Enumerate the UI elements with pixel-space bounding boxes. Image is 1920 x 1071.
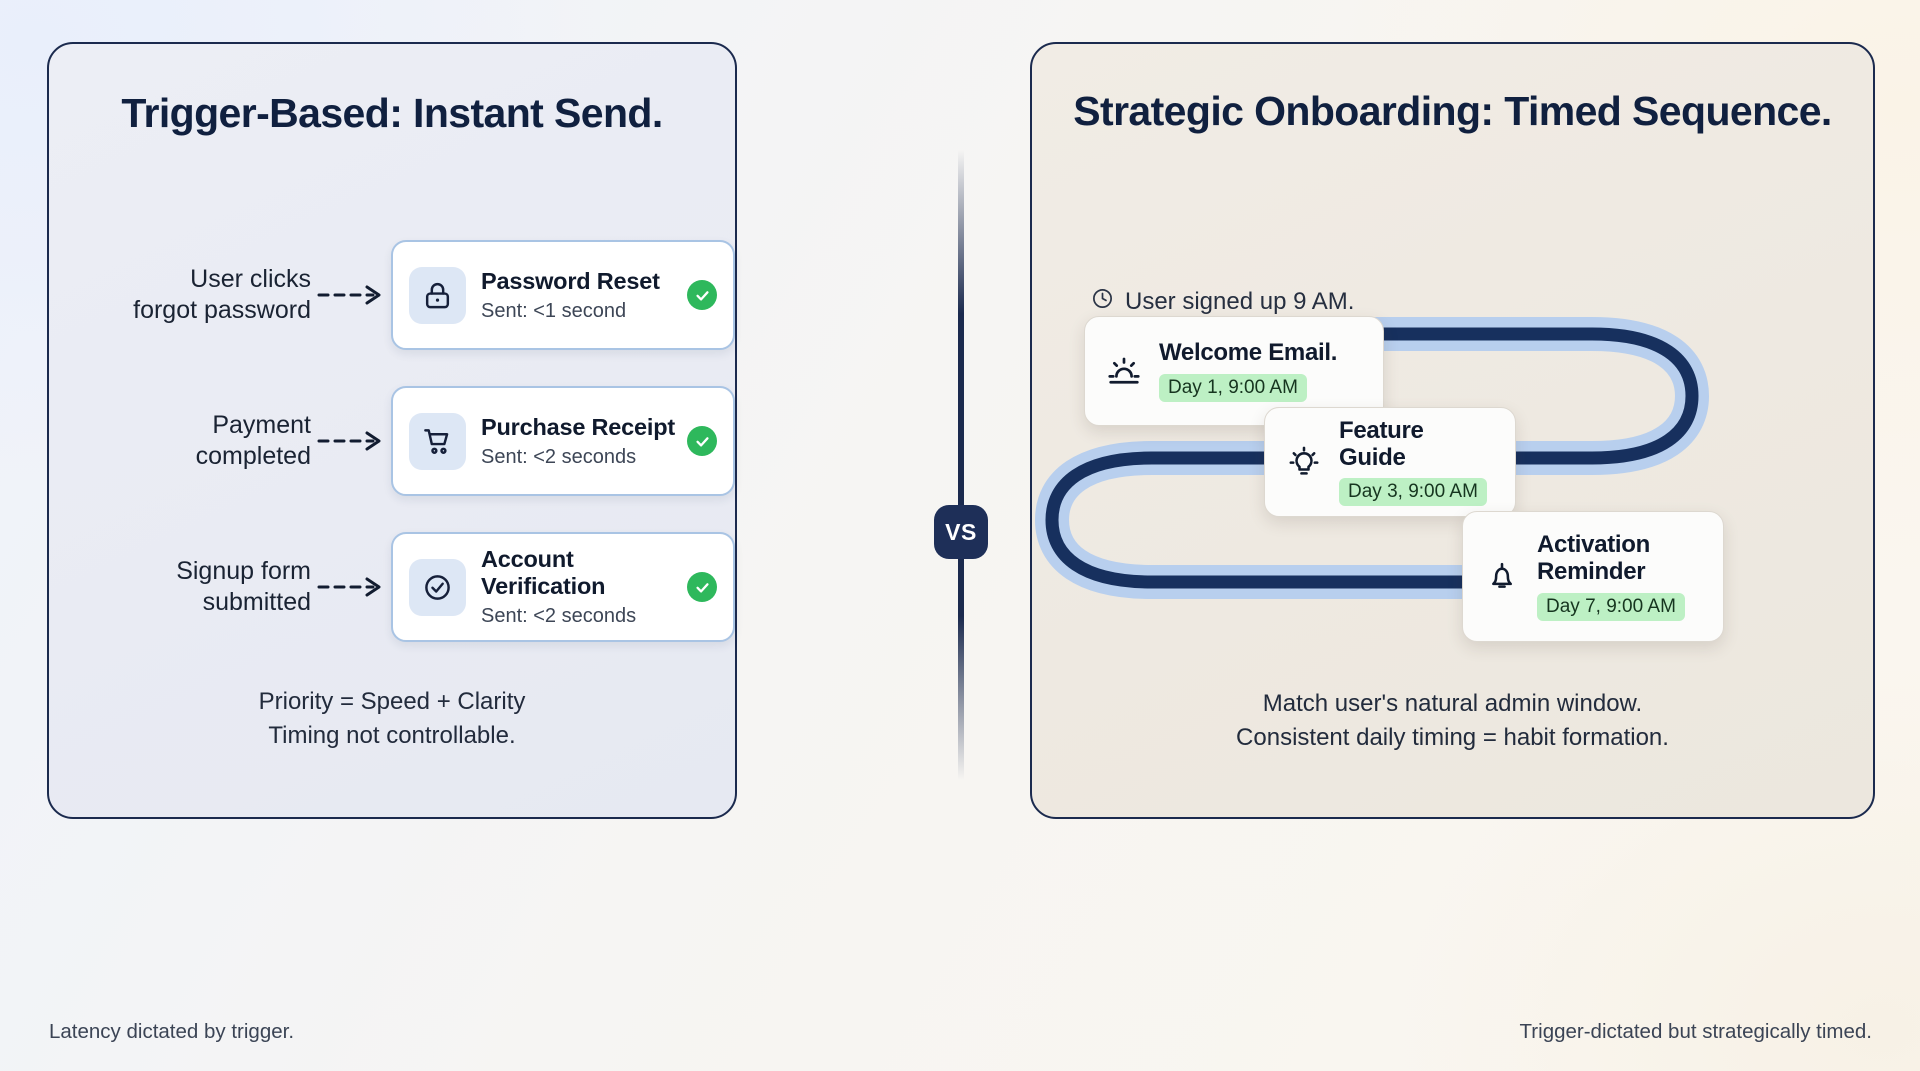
check-circle-icon [409, 558, 466, 616]
email-card[interactable]: Purchase Receipt Sent: <2 seconds [391, 386, 735, 496]
sequence-step-title: Feature Guide [1339, 416, 1424, 471]
lightbulb-icon [1281, 444, 1327, 480]
right-panel-title: Strategic Onboarding: Timed Sequence. [1073, 88, 1832, 134]
signup-time-text: User signed up 9 AM. [1125, 288, 1355, 315]
left-panel-title: Trigger-Based: Instant Send. [121, 90, 663, 136]
left-caption: Latency dictated by trigger. [49, 1020, 295, 1043]
right-panel-note: Match user's natural admin window. Consi… [1236, 689, 1669, 751]
sequence-step-card[interactable]: Welcome Email. Day 1, 9:00 AM [1084, 316, 1384, 426]
sequence-step-time: Day 3, 9:00 AM [1339, 478, 1487, 507]
email-card-subtitle: Sent: <2 seconds [481, 605, 637, 627]
sent-check-icon [687, 280, 717, 310]
trigger-label: Payment completed [195, 410, 311, 471]
email-card-subtitle: Sent: <2 seconds [481, 445, 637, 468]
dashed-arrow-icon [317, 429, 391, 453]
trigger-based-panel: Trigger-Based: Instant Send. User clicks… [47, 42, 737, 819]
vs-badge: VS [934, 505, 988, 559]
sent-check-icon [687, 572, 717, 602]
shopping-cart-icon [409, 412, 466, 470]
sequence-step-body: Activation Reminder Day 7, 9:00 AM [1537, 531, 1685, 621]
bell-icon [1479, 559, 1525, 595]
trigger-rows: User clicks forgot password [49, 240, 735, 678]
email-card[interactable]: Account Verification Sent: <2 seconds [391, 532, 735, 642]
trigger-row: Payment completed [49, 386, 735, 496]
sunrise-icon [1101, 352, 1147, 390]
clock-icon [1091, 287, 1114, 317]
email-card-text: Account Verification Sent: <2 seconds [481, 546, 679, 628]
trigger-row: Signup form submitted Ac [49, 532, 735, 642]
email-card-title: Account Verification [481, 546, 606, 599]
dashed-arrow-icon [317, 575, 391, 599]
email-card-title: Purchase Receipt [481, 413, 676, 440]
sequence-step-card[interactable]: Activation Reminder Day 7, 9:00 AM [1462, 511, 1724, 642]
sequence-step-body: Welcome Email. Day 1, 9:00 AM [1159, 339, 1338, 402]
email-card-subtitle: Sent: <1 second [481, 299, 627, 322]
sent-check-icon [687, 426, 717, 456]
sequence-step-card[interactable]: Feature Guide Day 3, 9:00 AM [1264, 407, 1516, 517]
divider-line [958, 150, 964, 780]
email-card-text: Purchase Receipt Sent: <2 seconds [481, 414, 679, 469]
sequence-step-time: Day 7, 9:00 AM [1537, 592, 1685, 621]
email-card-title: Password Reset [481, 267, 660, 294]
sequence-step-title: Welcome Email. [1159, 339, 1338, 367]
signup-time-note: User signed up 9 AM. [1091, 287, 1354, 317]
right-caption: Trigger-dictated but strategically timed… [1519, 1020, 1872, 1043]
trigger-label: Signup form submitted [176, 556, 311, 617]
sequence-step-time: Day 1, 9:00 AM [1159, 373, 1307, 402]
email-card[interactable]: Password Reset Sent: <1 second [391, 240, 735, 350]
trigger-row: User clicks forgot password [49, 240, 735, 350]
email-card-text: Password Reset Sent: <1 second [481, 268, 679, 323]
sequence-step-body: Feature Guide Day 3, 9:00 AM [1339, 416, 1495, 507]
lock-icon [409, 266, 466, 324]
trigger-label: User clicks forgot password [133, 264, 311, 325]
strategic-onboarding-panel: Strategic Onboarding: Timed Sequence. Us… [1030, 42, 1875, 819]
sequence-step-title: Activation Reminder [1537, 531, 1651, 585]
dashed-arrow-icon [317, 283, 391, 307]
left-panel-note: Priority = Speed + Clarity Timing not co… [258, 687, 526, 749]
